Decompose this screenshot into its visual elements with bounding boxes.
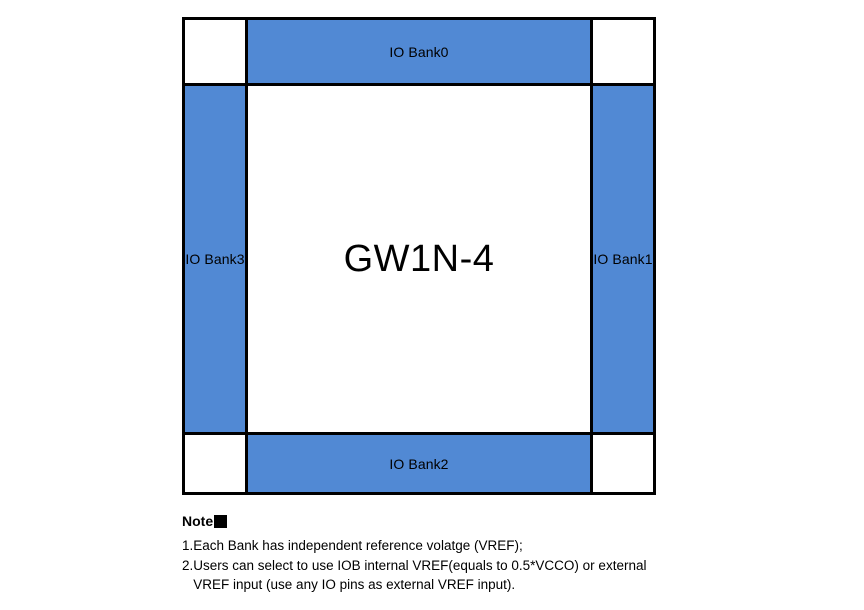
diagram-corner-top-right (590, 20, 653, 86)
note-item: 1. Each Bank has independent reference v… (182, 536, 652, 555)
die-part-number-label: GW1N-4 (343, 238, 495, 280)
notes-heading-text: Note (182, 513, 214, 529)
diagram-corner-bottom-left (185, 432, 248, 492)
io-bank3-region: IO Bank3 (185, 86, 248, 432)
notes-list: 1. Each Bank has independent reference v… (182, 536, 652, 594)
notes-heading: Note (182, 512, 652, 530)
note-number: 2. (182, 558, 194, 573)
io-bank1-label: IO Bank1 (593, 251, 653, 267)
note-item: 2. Users can select to use IOB internal … (182, 556, 652, 594)
note-text: Each Bank has independent reference vola… (193, 538, 523, 553)
tofu-box-icon (214, 514, 228, 528)
io-bank0-region: IO Bank0 (248, 20, 590, 86)
io-bank3-label: IO Bank3 (185, 251, 245, 267)
io-bank1-region: IO Bank1 (590, 86, 653, 432)
note-text: Users can select to use IOB internal VRE… (193, 558, 647, 592)
notes-block: Note 1. Each Bank has independent refere… (182, 512, 652, 595)
note-number: 1. (182, 538, 194, 553)
io-bank2-label: IO Bank2 (389, 455, 449, 472)
diagram-corner-bottom-right (590, 432, 653, 492)
io-bank2-region: IO Bank2 (248, 432, 590, 492)
diagram-corner-top-left (185, 20, 248, 86)
die-core-region: GW1N-4 (248, 86, 590, 432)
io-bank-floorplan-diagram: IO Bank0 IO Bank3 GW1N-4 IO Bank1 IO Ban… (182, 17, 656, 495)
io-bank0-label: IO Bank0 (389, 43, 449, 60)
